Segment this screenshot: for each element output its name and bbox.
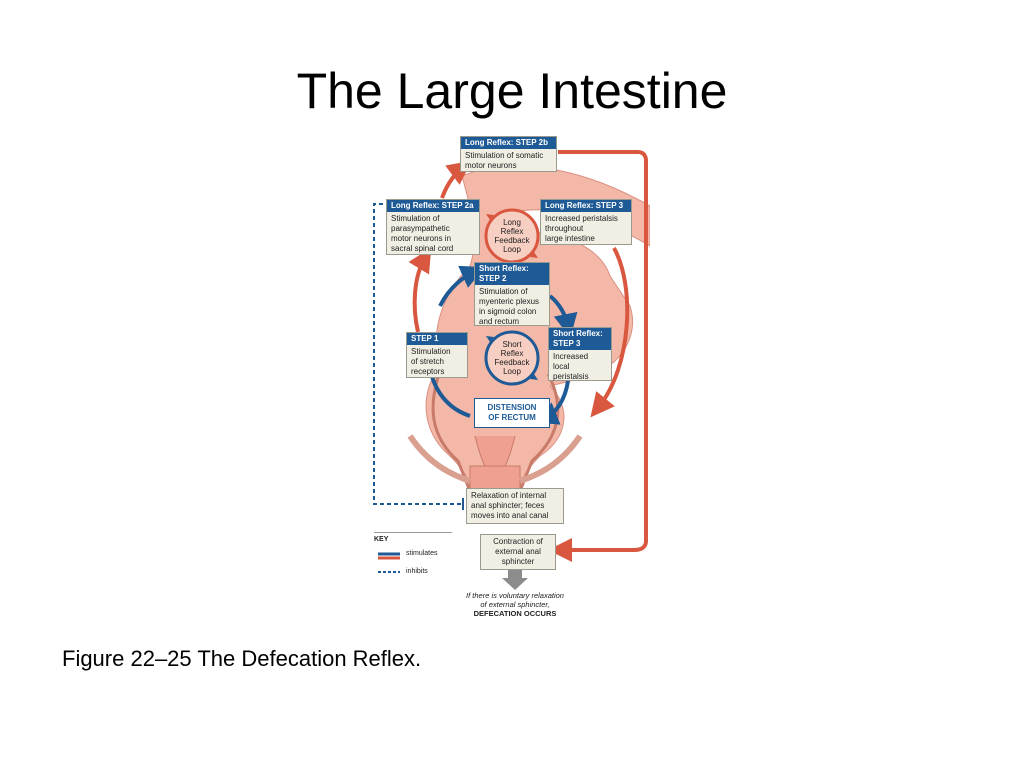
short-reflex-step-3: Short Reflex: STEP 3 Increased local per… bbox=[548, 327, 612, 381]
long-reflex-step-3: Long Reflex: STEP 3 Increased peristalsi… bbox=[540, 199, 632, 245]
step-1: STEP 1 Stimulation of stretch receptors bbox=[406, 332, 468, 378]
short-reflex-step-3-body: Increased local peristalsis bbox=[553, 352, 589, 381]
figure-caption: Figure 22–25 The Defecation Reflex. bbox=[62, 646, 422, 671]
short-reflex-step-2-header: Short Reflex: STEP 2 bbox=[475, 263, 549, 285]
short-reflex-step-2: Short Reflex: STEP 2 Stimulation of myen… bbox=[474, 262, 550, 326]
long-reflex-step-2b-header: Long Reflex: STEP 2b bbox=[461, 137, 556, 149]
step-1-body: Stimulation of stretch receptors bbox=[411, 347, 451, 376]
short-reflex-step-2-body: Stimulation of myenteric plexus in sigmo… bbox=[479, 287, 540, 326]
key-inhibits-label: inhibits bbox=[406, 568, 428, 575]
key-title: KEY bbox=[374, 536, 389, 543]
defecation-outcome: If there is voluntary relaxation of exte… bbox=[440, 591, 590, 618]
long-reflex-step-3-body: Increased peristalsis throughout large i… bbox=[545, 214, 618, 243]
long-reflex-step-2a: Long Reflex: STEP 2a Stimulation of para… bbox=[386, 199, 480, 255]
long-reflex-step-2b-body: Stimulation of somatic motor neurons bbox=[465, 151, 544, 170]
defecation-reflex-figure: Long Reflex: STEP 2b Stimulation of soma… bbox=[370, 136, 650, 626]
step-1-header: STEP 1 bbox=[407, 333, 467, 345]
pelvic-muscle-left bbox=[407, 434, 471, 484]
blue-arrow-short2-to-short3 bbox=[548, 294, 578, 338]
pelvic-muscle-right bbox=[519, 434, 583, 484]
contraction-external-sphincter-text: Contraction of external anal sphincter bbox=[493, 537, 543, 566]
distension-of-rectum: DISTENSION OF RECTUM bbox=[474, 398, 550, 428]
long-reflex-step-2b: Long Reflex: STEP 2b Stimulation of soma… bbox=[460, 136, 557, 172]
long-reflex-step-3-header: Long Reflex: STEP 3 bbox=[541, 200, 631, 212]
blue-arrow-step1-to-short2 bbox=[438, 265, 485, 307]
relaxation-internal-sphincter-text: Relaxation of internal anal sphincter; f… bbox=[471, 491, 549, 520]
short-reflex-loop bbox=[484, 330, 540, 386]
red-arrow-2a-to-2b bbox=[440, 160, 472, 199]
key-stimulates-label: stimulates bbox=[406, 550, 438, 557]
relaxation-internal-sphincter: Relaxation of internal anal sphincter; f… bbox=[466, 488, 564, 524]
contraction-external-sphincter: Contraction of external anal sphincter bbox=[480, 534, 556, 570]
short-reflex-loop-label: Short Reflex Feedback Loop bbox=[494, 340, 530, 376]
slide-title: The Large Intestine bbox=[296, 63, 728, 119]
outcome-result-text: DEFECATION OCCURS bbox=[473, 609, 557, 618]
long-reflex-step-2a-header: Long Reflex: STEP 2a bbox=[387, 200, 479, 212]
grey-down-arrow bbox=[502, 570, 528, 590]
long-reflex-step-2a-body: Stimulation of parasympathetic motor neu… bbox=[391, 214, 454, 253]
red-arrow-2b-to-contraction bbox=[548, 150, 648, 562]
inhibit-dashed-line bbox=[373, 203, 463, 505]
outcome-condition-text: If there is voluntary relaxation of exte… bbox=[466, 591, 564, 609]
long-reflex-loop-label: Long Reflex Feedback Loop bbox=[494, 218, 530, 254]
red-arrow-step1-to-2a bbox=[408, 247, 432, 333]
red-arrow-step3-down bbox=[590, 247, 630, 418]
diagram-key: KEY stimulates inhibits bbox=[374, 532, 452, 583]
short-reflex-step-3-header: Short Reflex: STEP 3 bbox=[549, 328, 611, 350]
